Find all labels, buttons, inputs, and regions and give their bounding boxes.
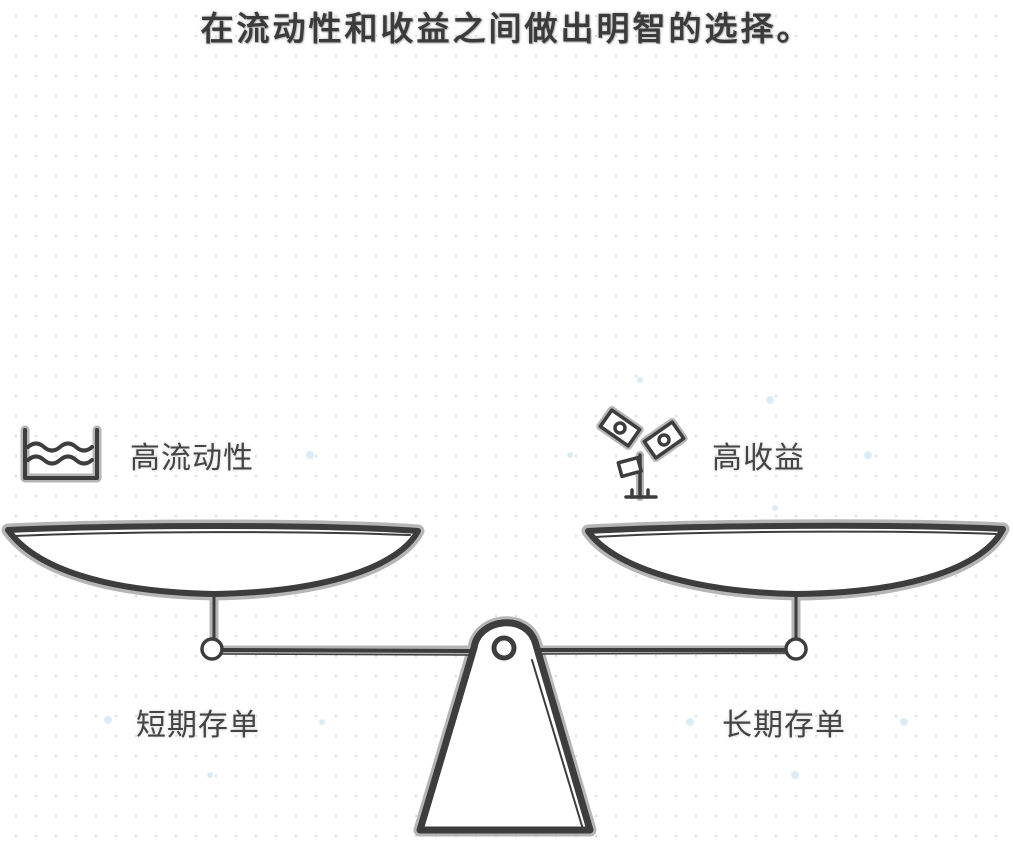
fulcrum-pin: [491, 635, 517, 661]
scale-outline: [5, 522, 1006, 834]
right-pan: [585, 522, 1006, 597]
left-option-label: 短期存单: [136, 708, 260, 743]
right-heading: 高收益: [712, 441, 805, 476]
page-title: 在流动性和收益之间做出明智的选择。: [200, 9, 813, 48]
water-waves-icon: [20, 425, 102, 483]
decorative-sparkles: [104, 377, 908, 779]
left-heading: 高流动性: [130, 441, 254, 476]
fulcrum: [416, 619, 594, 834]
scale-beam: [220, 648, 788, 653]
money-plant-icon: [596, 406, 688, 501]
right-pivot: [784, 637, 808, 661]
right-option-label: 长期存单: [722, 708, 846, 743]
left-pan: [5, 523, 421, 597]
left-pivot: [200, 637, 224, 661]
